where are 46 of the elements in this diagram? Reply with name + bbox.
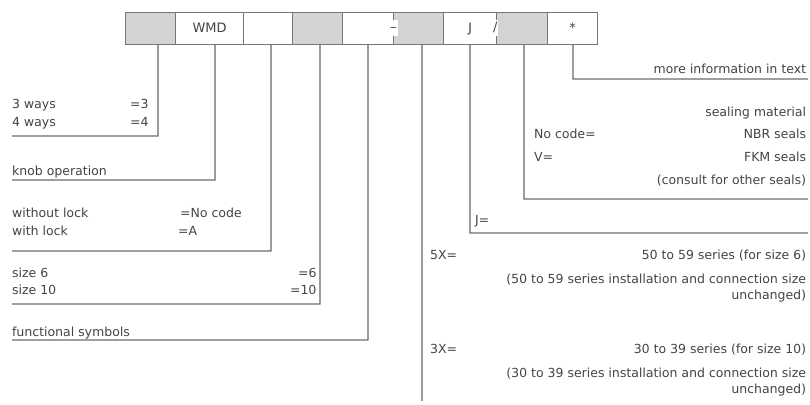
code-cell	[496, 12, 548, 45]
option-text: (consult for other seals)	[656, 172, 806, 188]
leader-line	[12, 45, 369, 341]
code-cell	[243, 12, 293, 45]
leader-line	[523, 44, 809, 200]
leader-line	[12, 45, 159, 137]
leader-line	[12, 45, 216, 181]
option-text: 3X=	[430, 341, 457, 357]
code-cell	[342, 12, 394, 45]
separator-mark: /	[492, 20, 498, 36]
code-cell	[393, 12, 444, 45]
option-text: with lock	[12, 223, 68, 239]
option-text: 4 ways	[12, 114, 56, 130]
option-text: 30 to 39 series (for size 10)	[634, 341, 806, 357]
option-text: (30 to 39 series installation and connection size unchanged)	[505, 365, 806, 397]
option-text: without lock	[12, 205, 88, 221]
description-text: knob operation	[12, 163, 107, 179]
code-cell	[125, 12, 176, 45]
option-text: =A	[178, 223, 198, 239]
option-text: V=	[534, 149, 554, 165]
description-text: sealing material	[705, 104, 806, 120]
option-text: 5X=	[430, 247, 457, 263]
leader-line	[12, 45, 272, 252]
description-text: more information in text	[653, 61, 806, 77]
separator-mark: –	[389, 20, 398, 36]
code-cell	[292, 12, 343, 45]
leader-line	[572, 44, 809, 80]
option-text: =6	[298, 265, 316, 281]
leader-line	[469, 44, 809, 234]
description-text: functional symbols	[12, 324, 130, 340]
option-text: =10	[290, 282, 316, 298]
description-text: J=	[475, 212, 490, 228]
option-text: 50 to 59 series (for size 6)	[642, 247, 806, 263]
option-text: =No code	[180, 205, 242, 221]
option-text: 3 ways	[12, 96, 56, 112]
leader-line	[421, 45, 423, 401]
option-text: FKM seals	[744, 149, 806, 165]
option-text: =3	[130, 96, 148, 112]
option-text: No code=	[534, 126, 596, 142]
option-text: =4	[130, 114, 148, 130]
option-text: (50 to 59 series installation and connection size unchanged)	[505, 271, 806, 303]
option-text: size 6	[12, 265, 48, 281]
option-text: size 10	[12, 282, 56, 298]
option-text: NBR seals	[744, 126, 806, 142]
leader-line	[12, 45, 321, 305]
code-cell: *	[547, 12, 598, 45]
